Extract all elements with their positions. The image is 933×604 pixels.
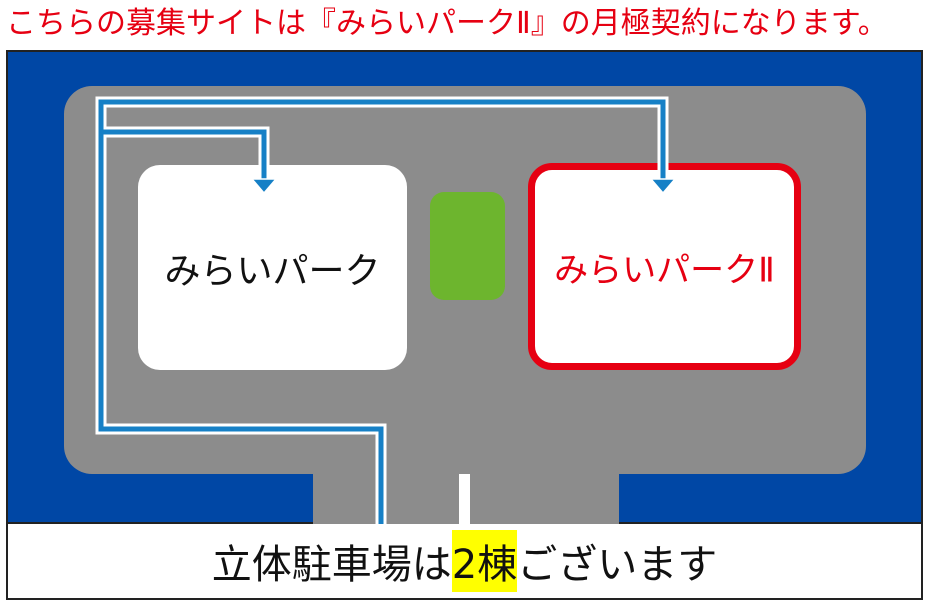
- parking-map: みらいパーク みらいパークⅡ: [6, 50, 923, 527]
- building-mirai-park-label: みらいパーク: [164, 250, 381, 292]
- footer-text-before: 立体駐車場は: [211, 542, 452, 588]
- arrowhead-building-1-icon: [250, 178, 278, 195]
- green-space: [430, 192, 505, 300]
- lane-marking: [459, 474, 470, 526]
- route-to-building-2: [98, 99, 666, 526]
- footer-text-after: ございます: [517, 542, 718, 588]
- building-mirai-park-2-label: みらいパークⅡ: [554, 250, 775, 290]
- footer-highlight: 2棟: [451, 530, 518, 592]
- route-to-building-1: [101, 129, 267, 180]
- route-outline: [101, 126, 270, 180]
- route-arrows: [95, 96, 677, 526]
- building-mirai-park: みらいパーク: [138, 165, 407, 370]
- notice-text: こちらの募集サイトは『みらいパークⅡ』の月極契約になります。: [6, 6, 888, 41]
- arrowhead-building-2-icon: [649, 178, 677, 195]
- building-mirai-park-2: みらいパークⅡ: [528, 163, 801, 370]
